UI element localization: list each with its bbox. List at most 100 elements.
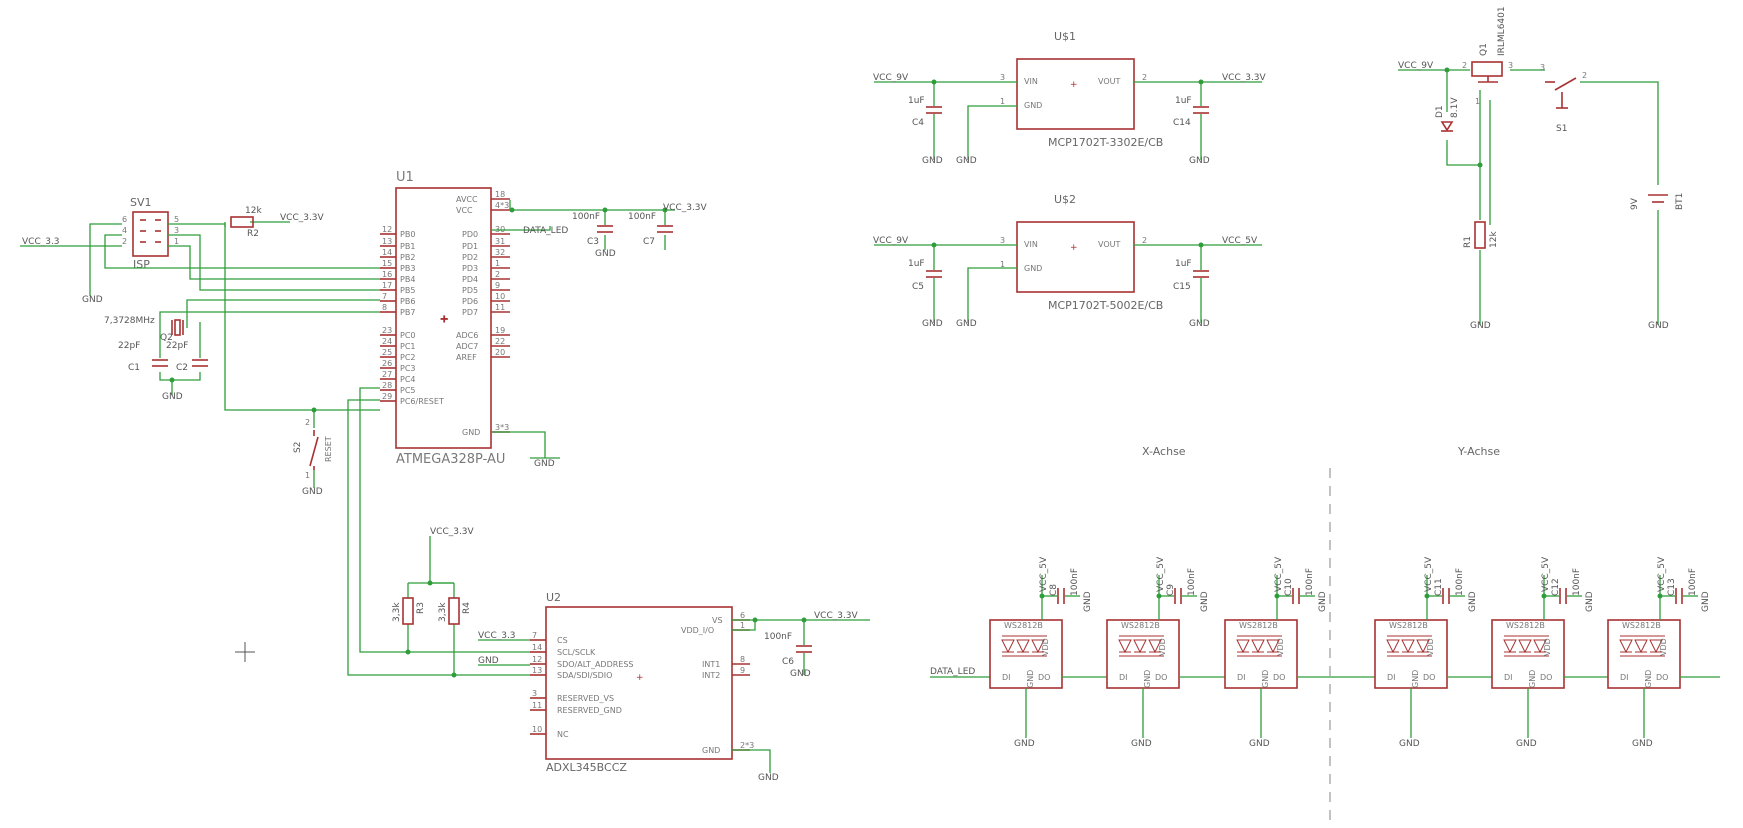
atmega-pin-num: 26 (382, 359, 392, 368)
reg1-body[interactable] (1016, 58, 1135, 130)
atmega-pin-num: 31 (495, 237, 505, 246)
d1-zener[interactable]: D1 8.1V (1435, 97, 1460, 132)
atmega-power-wires (491, 200, 675, 459)
adxl-origin-mark: + (636, 673, 644, 683)
bt1-battery[interactable]: 9V BT1 (1630, 193, 1685, 210)
adxl-pin-num: 7 (532, 631, 537, 640)
s2-value: RESET (324, 436, 333, 462)
led-cap-gnd-label: GND (1200, 591, 1210, 612)
atmega-pin-num: 13 (382, 237, 392, 246)
c5-ref: C5 (912, 282, 924, 292)
r4-resistor[interactable]: 3,3k R4 (438, 597, 472, 625)
led-pin-vdd: VDD (1276, 638, 1285, 656)
isp-pin-3: 3 (174, 226, 179, 235)
net-data-led-u1: DATA_LED (523, 226, 568, 236)
reg1-origin-mark: + (1070, 80, 1078, 90)
c1-capacitor[interactable]: 22pF C1 (118, 341, 168, 373)
s2-pin1: 1 (305, 471, 310, 480)
c15-capacitor[interactable]: 1uF C15 (1173, 259, 1209, 292)
atmega-pin-name: PD5 (462, 286, 478, 295)
r2-ref: R2 (247, 229, 259, 239)
gnd-label-c14: GND (1189, 156, 1210, 166)
r2-resistor[interactable]: 12k R2 (230, 206, 262, 239)
adxl-pin-num: 9 (740, 666, 745, 675)
atmega-pin-name: PB4 (400, 275, 415, 284)
isp-body[interactable] (132, 211, 169, 257)
adxl-block: U2 ADXL345BCCZ 7CS14SCL/SCLK12SDO/ALT_AD… (530, 591, 754, 774)
adxl-pin-num: 2*3 (740, 741, 754, 750)
reg1-vin: VIN (1024, 77, 1038, 86)
c2-value: 22pF (166, 341, 188, 351)
atmega-pin-name: PB6 (400, 297, 415, 306)
atmega-body[interactable] (395, 187, 492, 449)
reg2-vin: VIN (1024, 240, 1038, 249)
c4-ref: C4 (912, 118, 924, 128)
c14-capacitor[interactable]: 1uF C14 (1173, 96, 1209, 128)
led-pin-di: DI (1620, 673, 1629, 682)
atmega-pin-num: 27 (382, 370, 392, 379)
led-cap-ref: C13 (1667, 578, 1677, 596)
atmega-pin-num: 1 (495, 259, 500, 268)
adxl-pin-num: 12 (532, 655, 542, 664)
c4-value: 1uF (908, 96, 925, 106)
r3-value: 3,3k (392, 602, 402, 622)
c5-capacitor[interactable]: 1uF C5 (908, 259, 942, 292)
c7-value: 100nF (628, 212, 656, 222)
r1-ref: R1 (1463, 236, 1473, 248)
adxl-pin-name: CS (557, 636, 568, 645)
atmega-pin-num: 29 (382, 392, 392, 401)
reg2-pin-out: 2 (1142, 236, 1147, 245)
atmega-pin-name: PD7 (462, 308, 478, 317)
reset-switch-s2[interactable]: 2 1 S2 RESET (293, 410, 333, 488)
gnd-label-c5: GND (922, 319, 943, 329)
atmega-pin-num: 22 (495, 337, 505, 346)
atmega-pin-num: 8 (382, 303, 387, 312)
crystal-q2[interactable]: 7,3728MHz Q2 (104, 316, 184, 343)
c4-capacitor[interactable]: 1uF C4 (908, 96, 942, 128)
r2-value: 12k (245, 206, 262, 216)
led-cap-value: 100nF (1572, 568, 1582, 596)
atmega-pin-name: PB3 (400, 264, 415, 273)
reg1-pin-gnd: 1 (1000, 97, 1005, 106)
net-vcc9-reg2: VCC_9V (873, 236, 909, 246)
reg1-pin-in: 3 (1000, 73, 1005, 82)
atmega-pin-num: 18 (495, 190, 505, 199)
r1-resistor[interactable]: R1 12k (1463, 221, 1499, 249)
led-cap-value: 100nF (1070, 568, 1080, 596)
atmega-pin-num: 19 (495, 326, 505, 335)
adxl-pin-num: 6 (740, 611, 745, 620)
led-pin-gnd: GND (1143, 670, 1152, 688)
led-vcc-label: VCC_5V (1274, 556, 1284, 592)
atmega-pin-name: PB7 (400, 308, 415, 317)
atmega-right-pins: 18AVCC4*3VCC30PD031PD132PD21PD32PD49PD51… (456, 190, 510, 437)
led-pin-do: DO (1273, 673, 1285, 682)
atmega-pin-num: 14 (382, 248, 392, 257)
led-vcc-label: VCC_5V (1424, 556, 1434, 592)
reg2-body[interactable] (1016, 221, 1135, 293)
adxl-pin-name: INT1 (702, 660, 720, 669)
atmega-pin-name: VCC (456, 206, 473, 215)
led-pin-do: DO (1540, 673, 1552, 682)
c6-capacitor[interactable]: 100nF C6 (764, 632, 812, 667)
c15-value: 1uF (1175, 259, 1192, 269)
adxl-pin-name: RESERVED_GND (557, 706, 622, 715)
adxl-body[interactable] (545, 606, 733, 760)
r3-resistor[interactable]: 3,3k R3 (392, 597, 426, 625)
adxl-pin-name: GND (702, 746, 720, 755)
reg2-value: MCP1702T-5002E/CB (1048, 299, 1163, 312)
c2-capacitor[interactable]: 22pF C2 (166, 341, 208, 373)
atmega-ref: U1 (396, 170, 414, 185)
adxl-pin-num: 8 (740, 655, 745, 664)
isp-label: ISP (133, 258, 150, 271)
atmega-pin-num: 23 (382, 326, 392, 335)
s1-switch[interactable]: 3 2 S1 (1540, 63, 1587, 134)
net-vcc33-cs: VCC_3.3 (478, 631, 516, 641)
q1-mosfet[interactable]: 2 3 1 Q1 IRLML6401 (1462, 6, 1513, 106)
atmega-pin-name: PC3 (400, 364, 416, 373)
